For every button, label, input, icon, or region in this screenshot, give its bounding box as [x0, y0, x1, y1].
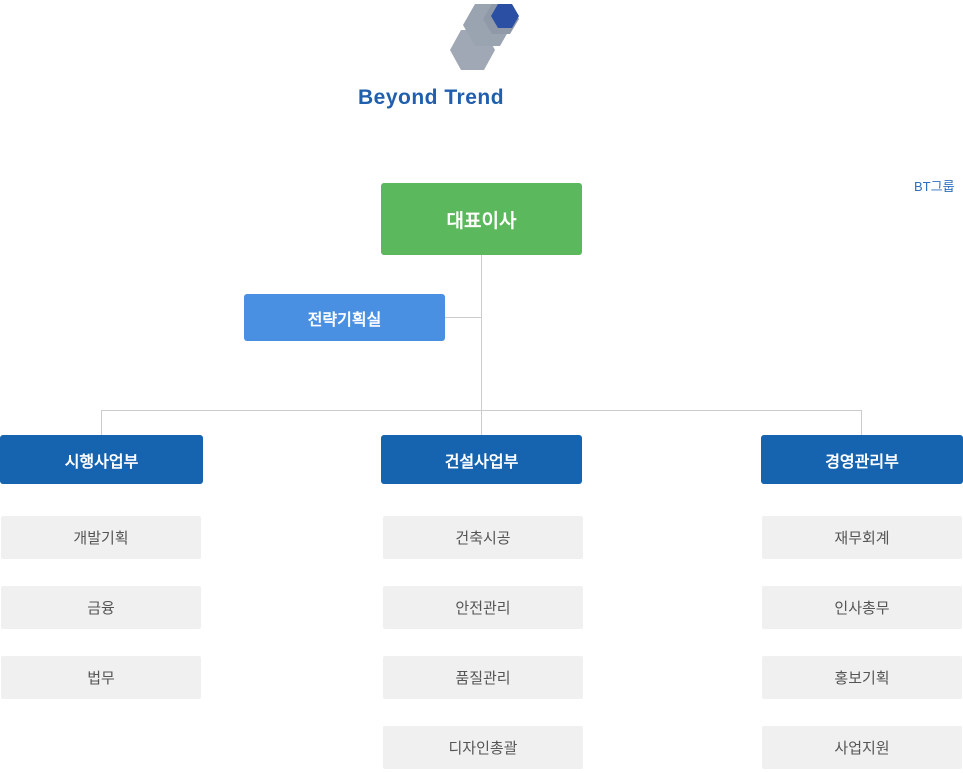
node-division-1-team-2[interactable]: 금융 — [1, 586, 201, 629]
connector-drop-3 — [861, 410, 862, 435]
node-division-3-team-3-label: 홍보기획 — [834, 670, 890, 687]
connector-strategy-horizontal — [445, 317, 482, 318]
node-division-2-team-3-label: 품질관리 — [455, 670, 511, 687]
node-division-2-team-3[interactable]: 품질관리 — [383, 656, 583, 699]
node-division-2-head[interactable]: 건설사업부 — [381, 435, 582, 484]
node-division-3-team-4[interactable]: 사업지원 — [762, 726, 962, 769]
logo-brand-second: Trend — [444, 86, 505, 109]
node-division-1-team-1-label: 개발기획 — [73, 530, 129, 547]
node-ceo-label: 대표이사 — [446, 210, 517, 232]
node-division-3-team-1[interactable]: 재무회계 — [762, 516, 962, 559]
logo-area: Beyond Trend BT그룹 — [0, 0, 963, 194]
connector-ceo-vertical — [481, 255, 482, 415]
node-division-2-team-2-label: 안전관리 — [455, 600, 511, 617]
connector-drop-2 — [481, 410, 482, 435]
node-division-2-team-1[interactable]: 건축시공 — [383, 516, 583, 559]
node-strategy-office[interactable]: 전략기획실 — [244, 294, 445, 341]
hexagon-logo-icon — [438, 2, 528, 76]
node-division-3-team-1-label: 재무회계 — [834, 530, 890, 547]
node-division-3-team-4-label: 사업지원 — [834, 740, 890, 757]
logo-brand-sub: BT그룹 — [914, 179, 955, 194]
node-division-1-head[interactable]: 시행사업부 — [0, 435, 203, 484]
node-ceo[interactable]: 대표이사 — [381, 183, 582, 255]
node-division-2-team-4-label: 디자인총괄 — [448, 740, 518, 757]
node-division-3-team-3[interactable]: 홍보기획 — [762, 656, 962, 699]
node-division-2-team-1-label: 건축시공 — [455, 530, 511, 547]
node-division-3-head[interactable]: 경영관리부 — [761, 435, 963, 484]
node-division-1-team-3[interactable]: 법무 — [1, 656, 201, 699]
connector-drop-1 — [101, 410, 102, 435]
node-division-2-team-4[interactable]: 디자인총괄 — [383, 726, 583, 769]
node-division-1-team-2-label: 금융 — [87, 600, 115, 617]
logo-wordmark: Beyond Trend BT그룹 — [358, 86, 955, 194]
node-division-1-head-label: 시행사업부 — [64, 453, 139, 471]
node-division-3-head-label: 경영관리부 — [825, 453, 899, 471]
node-division-3-team-2-label: 인사총무 — [834, 600, 890, 617]
logo-brand-first: Beyond — [358, 86, 439, 109]
node-division-1-team-1[interactable]: 개발기획 — [1, 516, 201, 559]
node-division-1-team-3-label: 법무 — [87, 670, 115, 687]
node-division-2-head-label: 건설사업부 — [444, 453, 519, 471]
node-strategy-office-label: 전략기획실 — [307, 311, 382, 329]
node-division-3-team-2[interactable]: 인사총무 — [762, 586, 962, 629]
node-division-2-team-2[interactable]: 안전관리 — [383, 586, 583, 629]
